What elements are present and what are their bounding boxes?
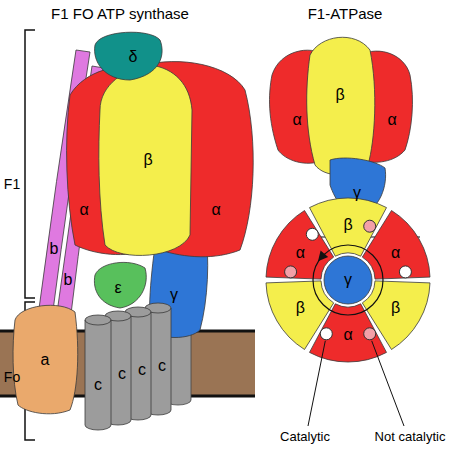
subunit-label: β: [343, 217, 352, 233]
f1-bracket: [25, 30, 35, 298]
catalytic-site: [320, 328, 332, 340]
subunit-label: α: [391, 245, 400, 261]
c-subunit: c: [85, 315, 112, 431]
beta-subunit: β: [306, 37, 376, 176]
subunit-label: c: [94, 377, 102, 393]
region-label: Fo: [4, 370, 20, 385]
noncatalytic-site: [364, 220, 376, 232]
subunit-label: α: [387, 112, 396, 128]
subunit-label: b: [64, 272, 73, 288]
gamma-subunit-outline: [324, 256, 372, 304]
subunit-label: β: [335, 87, 344, 103]
beta-subunit-outline: [307, 37, 375, 174]
subunit-label: α: [211, 202, 220, 218]
delta-subunit: δ: [94, 32, 163, 81]
noncatalytic-site: [285, 266, 297, 278]
gamma-subunit: γ: [324, 256, 373, 305]
catalytic-site: [399, 266, 411, 278]
leader-line: [372, 341, 404, 426]
subunit-label: c: [138, 362, 146, 378]
subunit-label: α: [292, 112, 301, 128]
subunit-label: c: [118, 366, 126, 382]
c-subunit-outline: [85, 315, 111, 430]
beta-subunit-outline: [99, 65, 192, 255]
callout-label: Not catalytic: [375, 430, 446, 444]
epsilon-subunit-outline: [94, 262, 146, 308]
c-subunit-shape: [85, 315, 112, 431]
catalytic-site: [306, 228, 318, 240]
c-subunit-rim: [85, 320, 111, 325]
subunit-label: α: [79, 202, 88, 218]
subunit-label: β: [143, 152, 152, 168]
rotation-arrowhead: [318, 251, 328, 262]
subunit-label: ε: [114, 280, 121, 296]
subunit-label: β: [391, 300, 400, 316]
subunit-label: γ: [344, 272, 352, 288]
subunit-label: γ: [353, 185, 361, 201]
delta-subunit-shape: [94, 32, 163, 81]
alpha-subunit-outline: [362, 211, 430, 280]
subunit-label: α: [343, 327, 352, 343]
epsilon-subunit: ε: [94, 262, 147, 309]
beta-subunit-outline: [362, 281, 430, 350]
diagram-heading: F1-ATPase: [308, 6, 383, 23]
subunit-label: β: [296, 300, 305, 316]
a-subunit: a: [13, 305, 79, 415]
subunit-label: a: [41, 352, 50, 368]
diagram-heading: F1 FO ATP synthase: [51, 6, 189, 23]
a-subunit-outline: [13, 305, 78, 414]
subunit-label: b: [50, 241, 59, 257]
region-label: F1: [4, 177, 20, 192]
subunit-label: δ: [129, 49, 138, 65]
callout-label: Catalytic: [280, 430, 330, 444]
beta-subunit-outline: [266, 281, 334, 350]
alpha-subunit: α: [266, 210, 335, 280]
subunit-label: α: [296, 245, 305, 261]
alpha-subunit-outline: [310, 304, 387, 362]
subunit-label: c: [158, 358, 166, 374]
alpha-subunit-outline: [266, 211, 334, 280]
delta-subunit-outline: [95, 32, 163, 80]
subunit-label: γ: [170, 287, 178, 303]
rotation-circle: [313, 245, 383, 315]
beta-subunit-shape: [306, 37, 376, 176]
noncatalytic-site: [364, 328, 376, 340]
beta-subunit: β: [98, 65, 193, 257]
leader-line: [308, 341, 325, 426]
